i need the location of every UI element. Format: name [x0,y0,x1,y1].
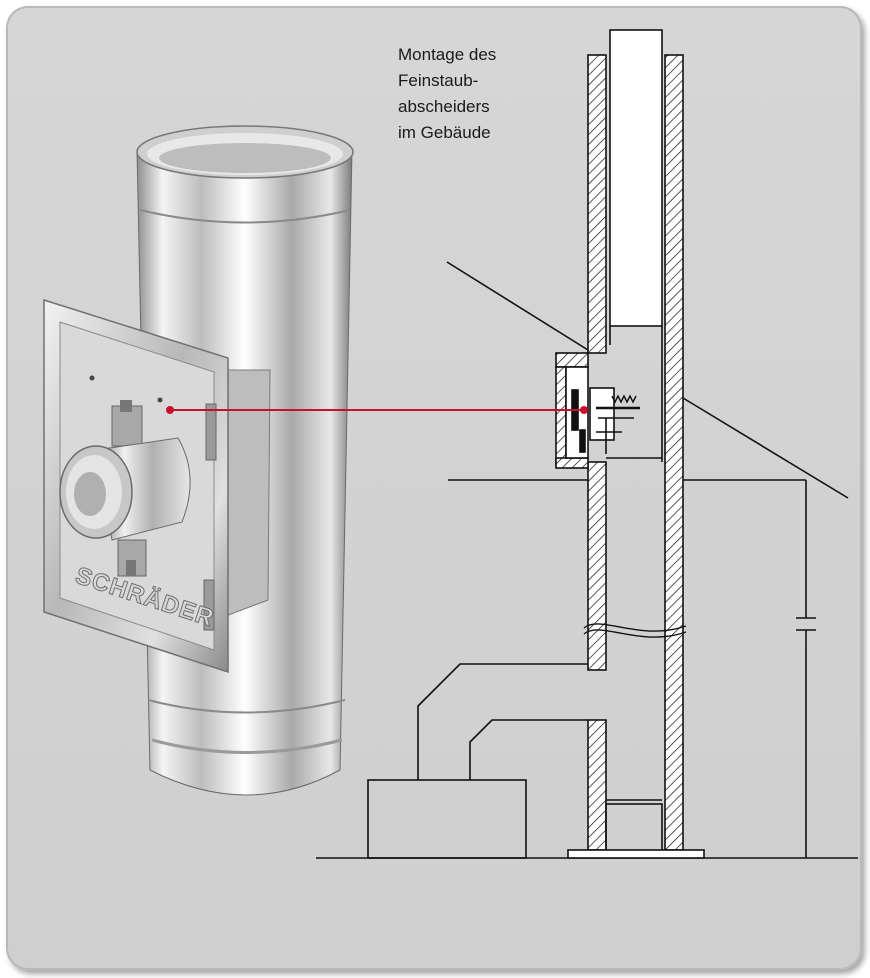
pointer-line [166,406,588,414]
fine-dust-separator-illustration: SCHRÄDER [43,125,354,796]
caption: Montage des Feinstaub- abscheiders im Ge… [398,42,496,146]
boiler [367,779,527,859]
chimney-section-drawing [316,29,858,859]
flue-pipe-inner [469,719,588,780]
chimney-wall-left-upper [587,54,607,354]
chimney-base [567,849,705,859]
chimney-wall-left-middle [587,461,607,671]
caption-line-1: Montage des [398,45,497,64]
caption-line-4: im Gebäude [398,123,491,142]
roof-line-right [682,397,849,499]
caption-line-2: Feinstaub- [398,71,479,90]
caption-line-3: abscheiders [398,97,490,116]
roof-line-left [446,261,589,351]
chimney-wall-right [664,54,684,851]
flue-pipe-outer [417,663,588,780]
flue-liner-top [609,29,663,327]
chimney-wall-left-lower [587,719,607,851]
